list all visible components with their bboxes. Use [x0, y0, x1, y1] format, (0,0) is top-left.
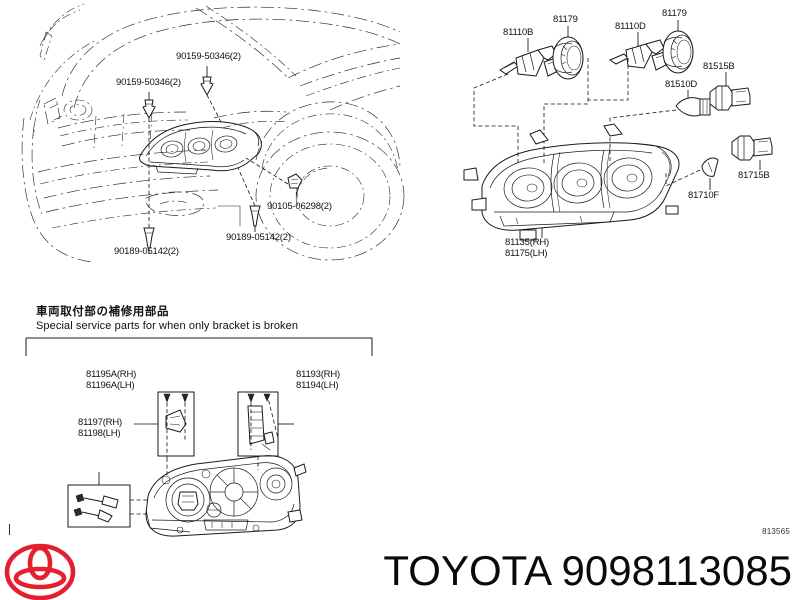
label-bracket-front-lh: 81196A(LH): [86, 380, 135, 391]
label-bracket-rear-lh: 81194(LH): [296, 380, 339, 391]
fastener-clip-upper-left: [142, 99, 156, 120]
label-bracket-lower-rh: 81197(RH): [78, 417, 122, 428]
headlamp-assembly-drawing: [463, 123, 680, 241]
bulb-parking-drawing: [701, 157, 719, 177]
headlamp-exploded-panel: 81110B 81179 81110D 81179 81510D 81515B …: [460, 0, 800, 290]
bracket-section-drawing: [25, 337, 373, 537]
bulb-signal-drawing: [675, 97, 711, 117]
label-bracket-front-rh: 81195A(RH): [86, 369, 137, 380]
label-bolt-lower-left: 90189-05142(2): [114, 246, 179, 257]
footer-part-number: TOYOTA 9098113085: [383, 547, 792, 594]
label-clip-upper-left: 90159-50346(2): [116, 77, 181, 88]
headlamp-in-vehicle: [139, 121, 262, 175]
headlamp-exploded-drawing: [463, 20, 773, 241]
label-bulb-high-beam: 81110D: [615, 21, 646, 32]
bracket-title-en: Special service parts for when only brac…: [36, 320, 299, 332]
fastener-clip-upper-right: [200, 76, 214, 97]
toyota-emblem: [4, 543, 76, 600]
part-bracket-rear-drawing: [247, 393, 275, 445]
bracket-section-panel: 81195A(RH) 81196A(LH) 81193(RH) 81194(LH…: [0, 330, 440, 540]
part-bracket-lower-drawing: [73, 493, 119, 523]
bulb-high-beam-drawing: [608, 39, 669, 71]
cap-low-beam-drawing: [552, 36, 584, 80]
bulb-low-beam-drawing: [499, 45, 561, 77]
socket-parking-drawing: [731, 135, 773, 161]
label-clip-upper-right: 90159-50346(2): [176, 51, 241, 62]
label-socket-parking: 81715B: [738, 170, 770, 181]
vehicle-diagram-panel: 90159-50346(2) 90159-50346(2) 90105-0629…: [0, 0, 405, 290]
vehicle-front-end-drawing: [21, 3, 405, 263]
label-assembly-lh: 81175(LH): [505, 248, 548, 259]
fastener-bolt-lower-left: [143, 227, 155, 249]
socket-signal-drawing: [709, 85, 751, 111]
label-cap-low-beam: 81179: [553, 14, 578, 25]
headlamp-housing-rear-drawing: [145, 455, 307, 537]
label-bulb-signal: 81510D: [665, 79, 698, 90]
label-assembly-rh: 81135(RH): [505, 237, 549, 248]
fastener-bolt-lower-mid: [249, 205, 261, 227]
footer-bar: TOYOTA 9098113085: [0, 540, 800, 600]
bracket-section-header: 車両取付部の補修用部品 Special service parts for wh…: [36, 303, 298, 332]
label-bulb-parking: 81710F: [688, 190, 720, 201]
bracket-title-jp: 車両取付部の補修用部品: [36, 304, 170, 318]
reference-code: 813565: [762, 527, 790, 536]
cap-high-beam-drawing: [662, 30, 694, 74]
label-screw-fender: 90105-06298(2): [267, 201, 332, 212]
part-bracket-front-drawing: [163, 393, 189, 433]
label-bulb-low-beam: 81110B: [503, 27, 534, 38]
page-tick-mark: [9, 524, 10, 535]
label-socket-signal: 81515B: [703, 61, 735, 72]
label-cap-high-beam: 81179: [662, 8, 687, 19]
fastener-screw-fender: [287, 173, 303, 189]
label-bracket-lower-lh: 81198(LH): [78, 428, 121, 439]
label-bracket-rear-rh: 81193(RH): [296, 369, 340, 380]
label-bolt-lower-mid: 90189-05142(2): [226, 232, 291, 243]
